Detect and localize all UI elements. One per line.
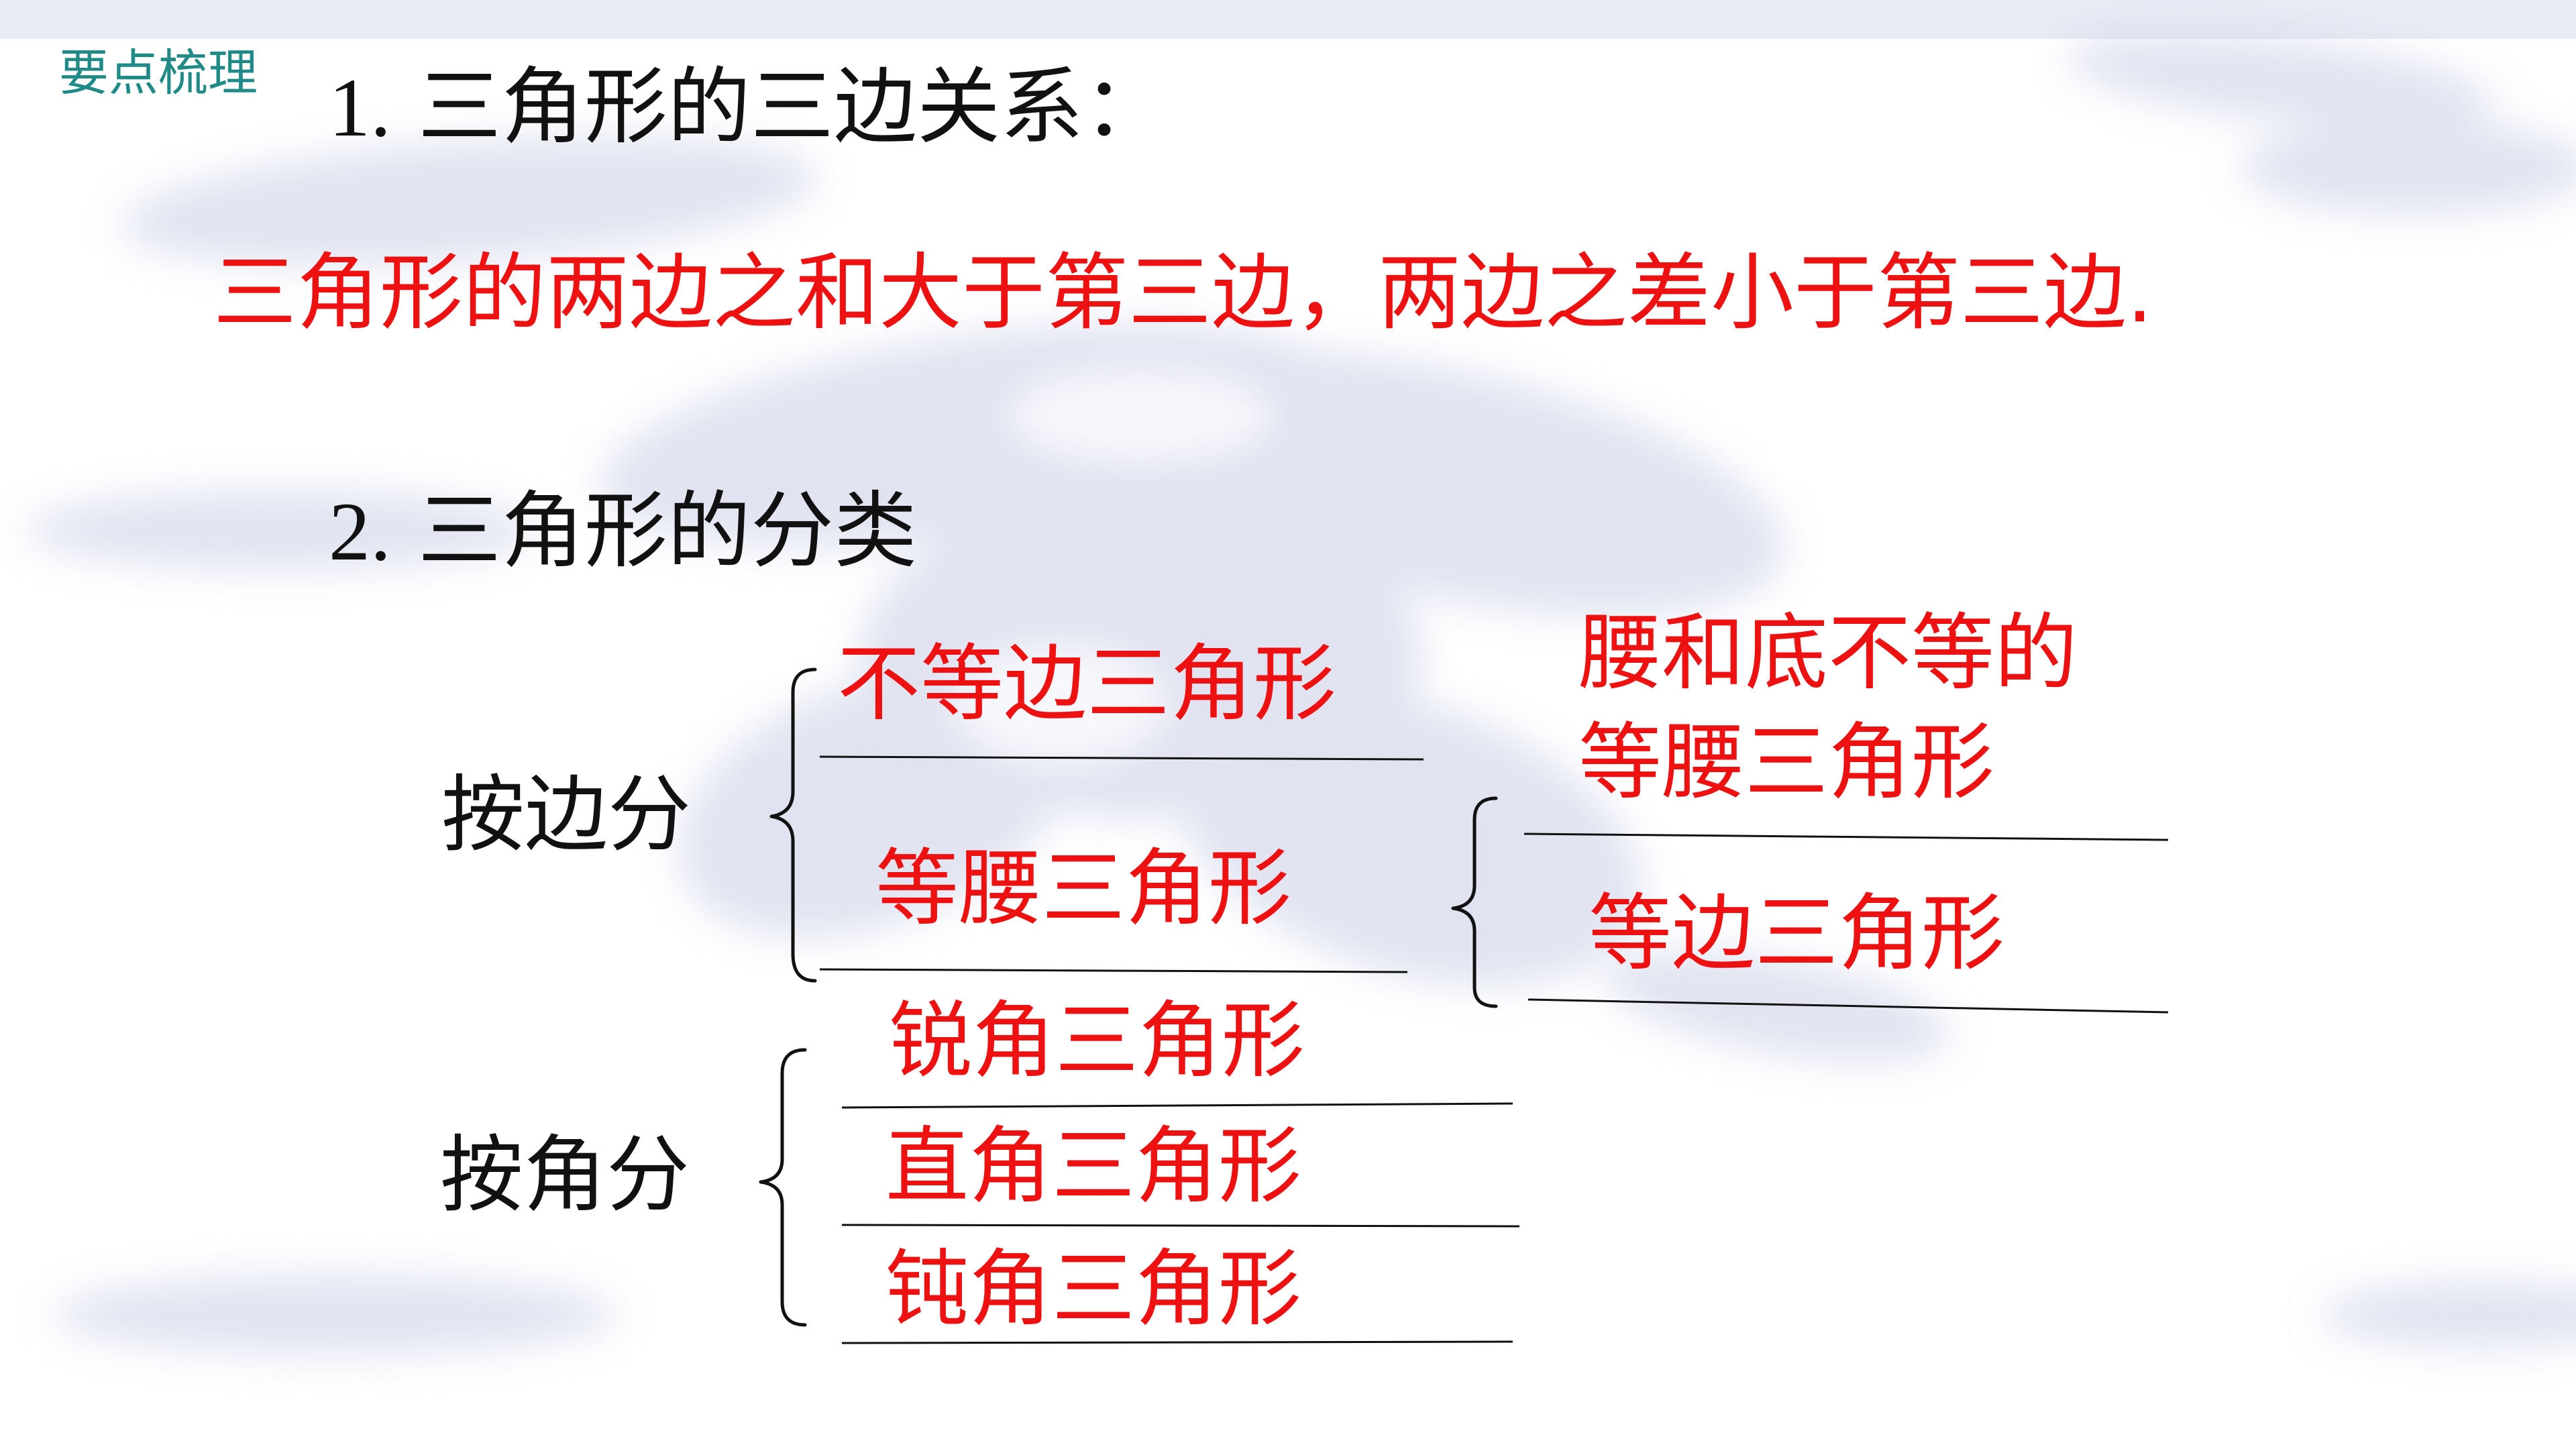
answer-iso-unequal-line-1: 腰和底不等的 bbox=[1578, 605, 2078, 702]
blank-line-acute bbox=[841, 1102, 1513, 1109]
label-by-side: 按边分 bbox=[441, 767, 692, 863]
answer-acute: 锐角三角形 bbox=[889, 993, 1305, 1089]
heading-triangle-sides: 1.三角形的三边关系： bbox=[329, 66, 1167, 150]
top-bar bbox=[0, 0, 2576, 39]
heading-1-number: 1. bbox=[329, 62, 391, 154]
answer-isosceles: 等腰三角形 bbox=[875, 841, 1292, 937]
heading-triangle-classification: 2.三角形的分类 bbox=[329, 490, 917, 574]
blank-line-iso-unequal bbox=[1523, 833, 2169, 841]
brace-by-angle bbox=[759, 1048, 807, 1327]
blank-line-equilateral bbox=[1527, 998, 2169, 1014]
answer-scalene: 不等边三角形 bbox=[837, 636, 1337, 733]
blank-line-obtuse bbox=[841, 1340, 1513, 1344]
heading-2-number: 2. bbox=[329, 486, 391, 578]
brace-isosceles bbox=[1451, 796, 1498, 1008]
answer-equilateral: 等边三角形 bbox=[1589, 885, 2005, 982]
blank-line-right bbox=[841, 1224, 1520, 1228]
blank-line-scalene bbox=[819, 755, 1424, 761]
answer-right: 直角三角形 bbox=[885, 1118, 1302, 1215]
answer-obtuse: 钝角三角形 bbox=[885, 1241, 1302, 1338]
brace-by-side bbox=[769, 667, 817, 983]
section-tag: 要点梳理 bbox=[59, 44, 258, 102]
heading-2-text: 三角形的分类 bbox=[418, 483, 918, 580]
heading-1-text: 三角形的三边关系： bbox=[418, 59, 1167, 156]
blank-line-isosceles bbox=[819, 968, 1408, 973]
answer-iso-unequal-line-2: 等腰三角形 bbox=[1578, 714, 1995, 811]
triangle-inequality-rule: 三角形的两边之和大于第三边，两边之差小于第三边. bbox=[213, 245, 2153, 341]
label-by-angle: 按角分 bbox=[440, 1127, 690, 1224]
